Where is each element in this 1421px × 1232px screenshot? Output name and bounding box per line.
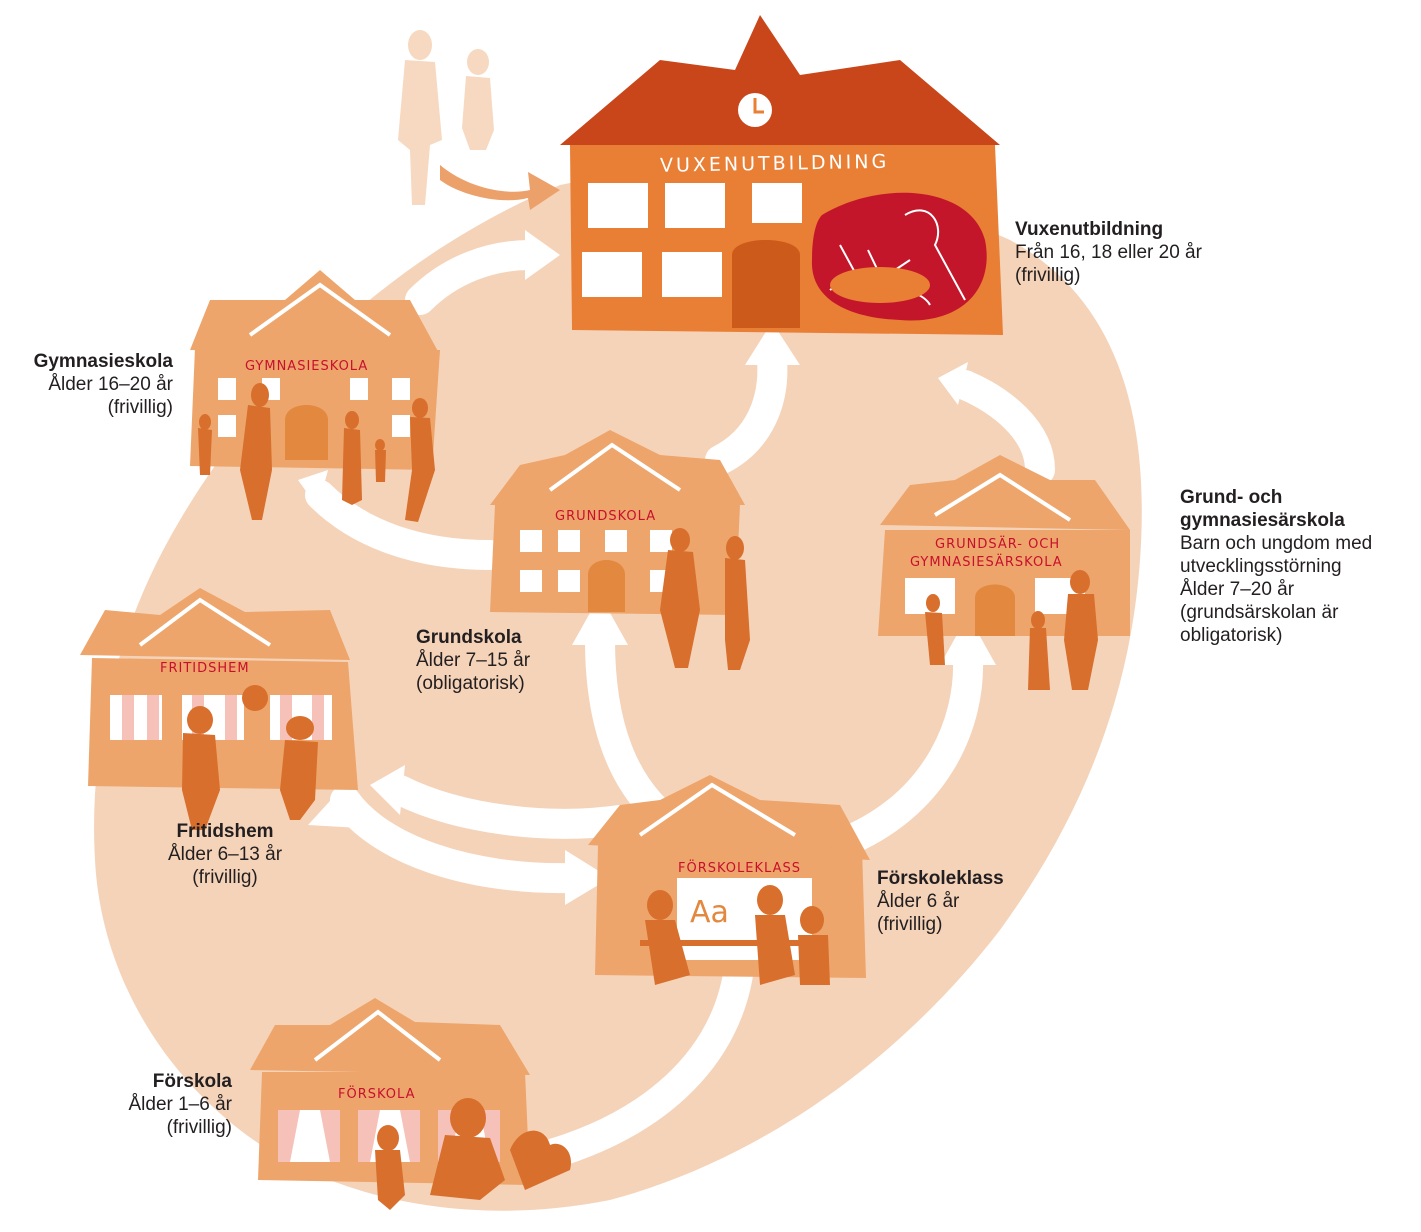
- arrow-forskoleklass-to-grundsar: [835, 645, 984, 855]
- arrow-forskola-to-forskoleklass: [515, 945, 755, 1175]
- label-vuxenutbildning-line-1: Från 16, 18 eller 20 år: [1015, 242, 1202, 263]
- label-grundskola-title: Grundskola: [416, 627, 522, 648]
- people-silhouettes: [182, 383, 1098, 1210]
- label-grundskola: Grundskola Ålder 7–15 år (obligatorisk): [416, 626, 530, 695]
- label-gymnasieskola: Gymnasieskola Ålder 16–20 år (frivillig): [0, 350, 173, 419]
- label-gymnasieskola-title: Gymnasieskola: [33, 351, 173, 372]
- label-grundskola-line-2: (obligatorisk): [416, 673, 525, 694]
- label-fritidshem: Fritidshem Ålder 6–13 år (frivillig): [130, 820, 320, 889]
- label-grundsarskola: Grund- och gymnasiesärskola Barn och ung…: [1180, 486, 1372, 647]
- sign-grundskola: GRUNDSKOLA: [555, 509, 656, 524]
- label-forskola-title: Förskola: [152, 1071, 232, 1092]
- label-fritidshem-line-1: Ålder 6–13 år: [167, 844, 283, 865]
- arrow-grundsar-to-vuxen: [950, 370, 1055, 485]
- label-forskoleklass: Förskoleklass Ålder 6 år (frivillig): [877, 867, 1004, 936]
- label-gymnasieskola-line-2: (frivillig): [107, 397, 173, 418]
- sign-forskola: FÖRSKOLA: [338, 1085, 415, 1102]
- label-vuxenutbildning-line-2: (frivillig): [1015, 265, 1081, 286]
- label-forskoleklass-title: Förskoleklass: [877, 868, 1004, 889]
- label-fritidshem-title: Fritidshem: [176, 821, 274, 842]
- ghost-people: [398, 30, 494, 205]
- label-vuxenutbildning: Vuxenutbildning Från 16, 18 eller 20 år …: [1015, 218, 1202, 287]
- arrow-grundskola-to-gymnasie: [305, 480, 505, 570]
- label-fritidshem-line-2: (frivillig): [192, 867, 258, 888]
- label-grundsarskola-line-2: utvecklingsstörning: [1180, 556, 1342, 577]
- label-grundsarskola-line-5: obligatorisk): [1180, 625, 1283, 646]
- sign-grundsar-line-1: GRUNDSÄR- OCH: [935, 536, 1060, 552]
- sign-grundsar-line-2: GYMNASIESÄRSKOLA: [910, 554, 1063, 570]
- arrow-grundskola-to-vuxen: [705, 345, 788, 475]
- label-grundskola-line-1: Ålder 7–15 år: [416, 650, 531, 671]
- vuxenutbildning-building: [560, 15, 1003, 335]
- arrow-fritids-to-forskoleklass: [330, 785, 585, 894]
- label-gymnasieskola-line-1: Ålder 16–20 år: [48, 374, 173, 395]
- sign-gymnasieskola: GYMNASIESKOLA: [245, 359, 368, 374]
- label-grundsarskola-title-2: gymnasiesärskola: [1180, 510, 1345, 531]
- label-forskola-line-2: (frivillig): [166, 1117, 232, 1138]
- label-grundsarskola-title-1: Grund- och: [1180, 487, 1283, 508]
- label-grundsarskola-line-1: Barn och ungdom med: [1180, 533, 1373, 554]
- label-forskola: Förskola Ålder 1–6 år (frivillig): [60, 1070, 232, 1139]
- arrow-gymnasie-to-vuxen: [405, 240, 545, 315]
- label-forskoleklass-line-1: Ålder 6 år: [877, 891, 960, 912]
- label-forskola-line-1: Ålder 1–6 år: [128, 1094, 232, 1115]
- label-forskoleklass-line-2: (frivillig): [877, 914, 943, 935]
- ghost-arrow: [440, 165, 560, 210]
- flow-arrows: [305, 240, 1055, 1175]
- sign-vuxenutbildning: VUXENUTBILDNING: [660, 151, 890, 177]
- sign-forskoleklass: FÖRSKOLEKLASS: [678, 859, 801, 876]
- label-grundsarskola-line-4: (grundsärskolan är: [1180, 602, 1339, 623]
- whiteboard-text: Aa: [690, 895, 729, 930]
- sign-fritidshem: FRITIDSHEM: [160, 661, 250, 676]
- arrow-forskoleklass-to-fritids: [385, 775, 635, 839]
- label-vuxenutbildning-title: Vuxenutbildning: [1015, 219, 1164, 240]
- label-grundsarskola-line-3: Ålder 7–20 år: [1180, 579, 1295, 600]
